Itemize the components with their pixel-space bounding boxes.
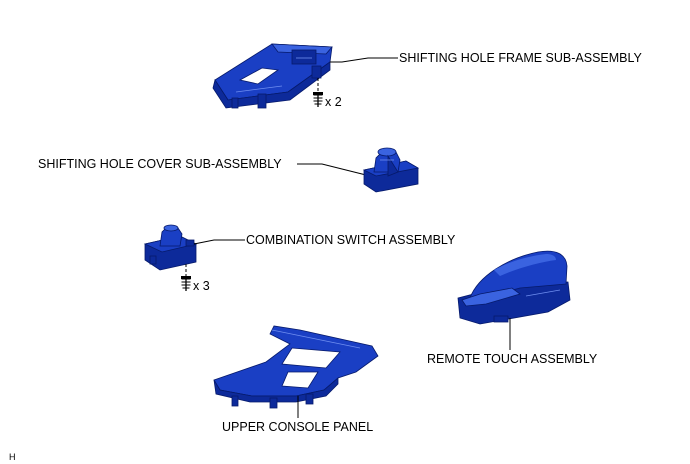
remote-touch-part	[457, 250, 571, 325]
combination-switch-part	[143, 224, 198, 271]
switch-screw-icon	[181, 276, 191, 291]
cover-leader-line	[297, 163, 367, 176]
switch-screw-qty: x 3	[193, 279, 210, 293]
combination-switch-label: COMBINATION SWITCH ASSEMBLY	[246, 233, 456, 247]
remote-touch-label: REMOTE TOUCH ASSEMBLY	[427, 352, 598, 366]
upper-console-panel-part	[213, 325, 379, 409]
frame-screw-icon	[313, 92, 323, 107]
frame-screw-qty: x 2	[325, 95, 342, 109]
figure-code: H	[9, 452, 16, 462]
frame-leader-line	[330, 57, 398, 63]
shifting-hole-frame-part	[212, 43, 333, 109]
shifting-hole-cover-label: SHIFTING HOLE COVER SUB-ASSEMBLY	[38, 157, 282, 171]
shifting-hole-frame-label: SHIFTING HOLE FRAME SUB-ASSEMBLY	[399, 51, 643, 65]
shifting-hole-cover-part	[362, 147, 420, 193]
switch-leader-line	[193, 239, 245, 245]
upper-console-panel-label: UPPER CONSOLE PANEL	[222, 420, 373, 434]
